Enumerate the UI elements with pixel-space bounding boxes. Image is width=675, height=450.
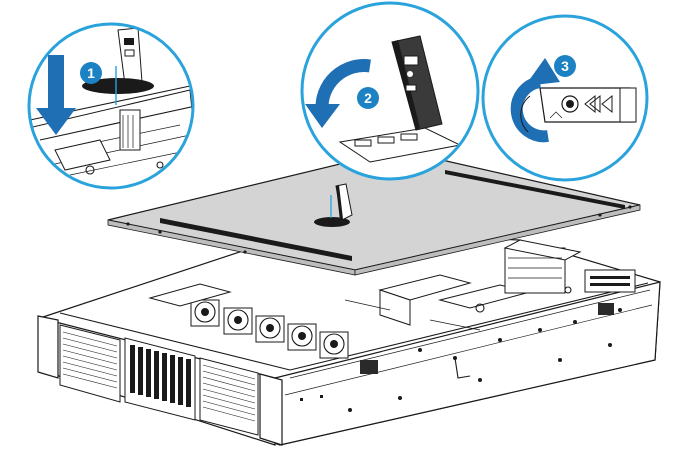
rack-ear-right <box>259 373 283 446</box>
side-vent-holes <box>300 303 622 412</box>
unlock-arrow-icon <box>510 58 560 143</box>
access-panel <box>107 149 641 276</box>
step-2-badge: 2 <box>357 87 379 109</box>
rack-ear-left <box>37 315 59 379</box>
rotate-ccw-arrow-icon <box>305 59 371 128</box>
front-vent-grille-left <box>59 324 121 403</box>
step-3-label: 3 <box>561 58 569 74</box>
callout-step-2: 2 <box>300 1 480 181</box>
lock-icon <box>561 95 579 113</box>
cover-latch <box>314 183 353 227</box>
fan-array <box>190 299 349 359</box>
step-2-label: 2 <box>364 90 372 106</box>
server-chassis <box>37 231 661 446</box>
front-vent-grille-right <box>199 357 259 436</box>
callout-step-3: 3 <box>481 14 649 182</box>
internal-components <box>148 239 636 331</box>
step-3-badge: 3 <box>554 55 576 77</box>
step-1-badge: 1 <box>80 62 102 84</box>
callout-step-1: 1 <box>27 22 195 190</box>
down-arrow-icon <box>36 55 76 135</box>
step-1-label: 1 <box>87 65 95 81</box>
drive-bay <box>124 337 196 421</box>
